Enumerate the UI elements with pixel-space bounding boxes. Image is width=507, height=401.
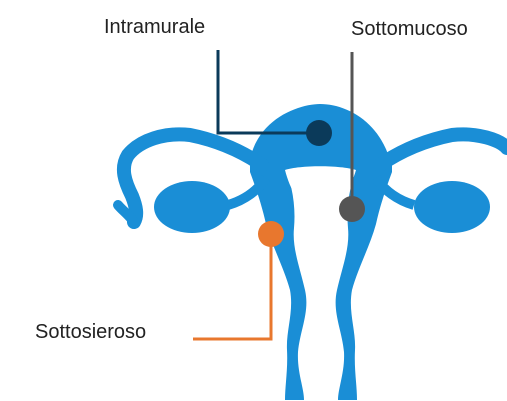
right-fallopian-tube (380, 134, 507, 165)
sottosieroso-label: Sottosieroso (35, 320, 146, 344)
left-adnexa (118, 134, 266, 233)
sottomucoso-label: Sottomucoso (351, 17, 468, 41)
left-ovary (154, 181, 230, 233)
cervical-canal (316, 300, 326, 400)
sottosieroso-fibroid-marker (258, 221, 284, 247)
right-adnexa (376, 134, 507, 233)
intramurale-label: Intramurale (104, 15, 205, 39)
intramurale-fibroid-marker (306, 120, 332, 146)
sottosieroso-leader-line (193, 235, 271, 339)
right-ovary (414, 181, 490, 233)
sottomucoso-fibroid-marker (339, 196, 365, 222)
